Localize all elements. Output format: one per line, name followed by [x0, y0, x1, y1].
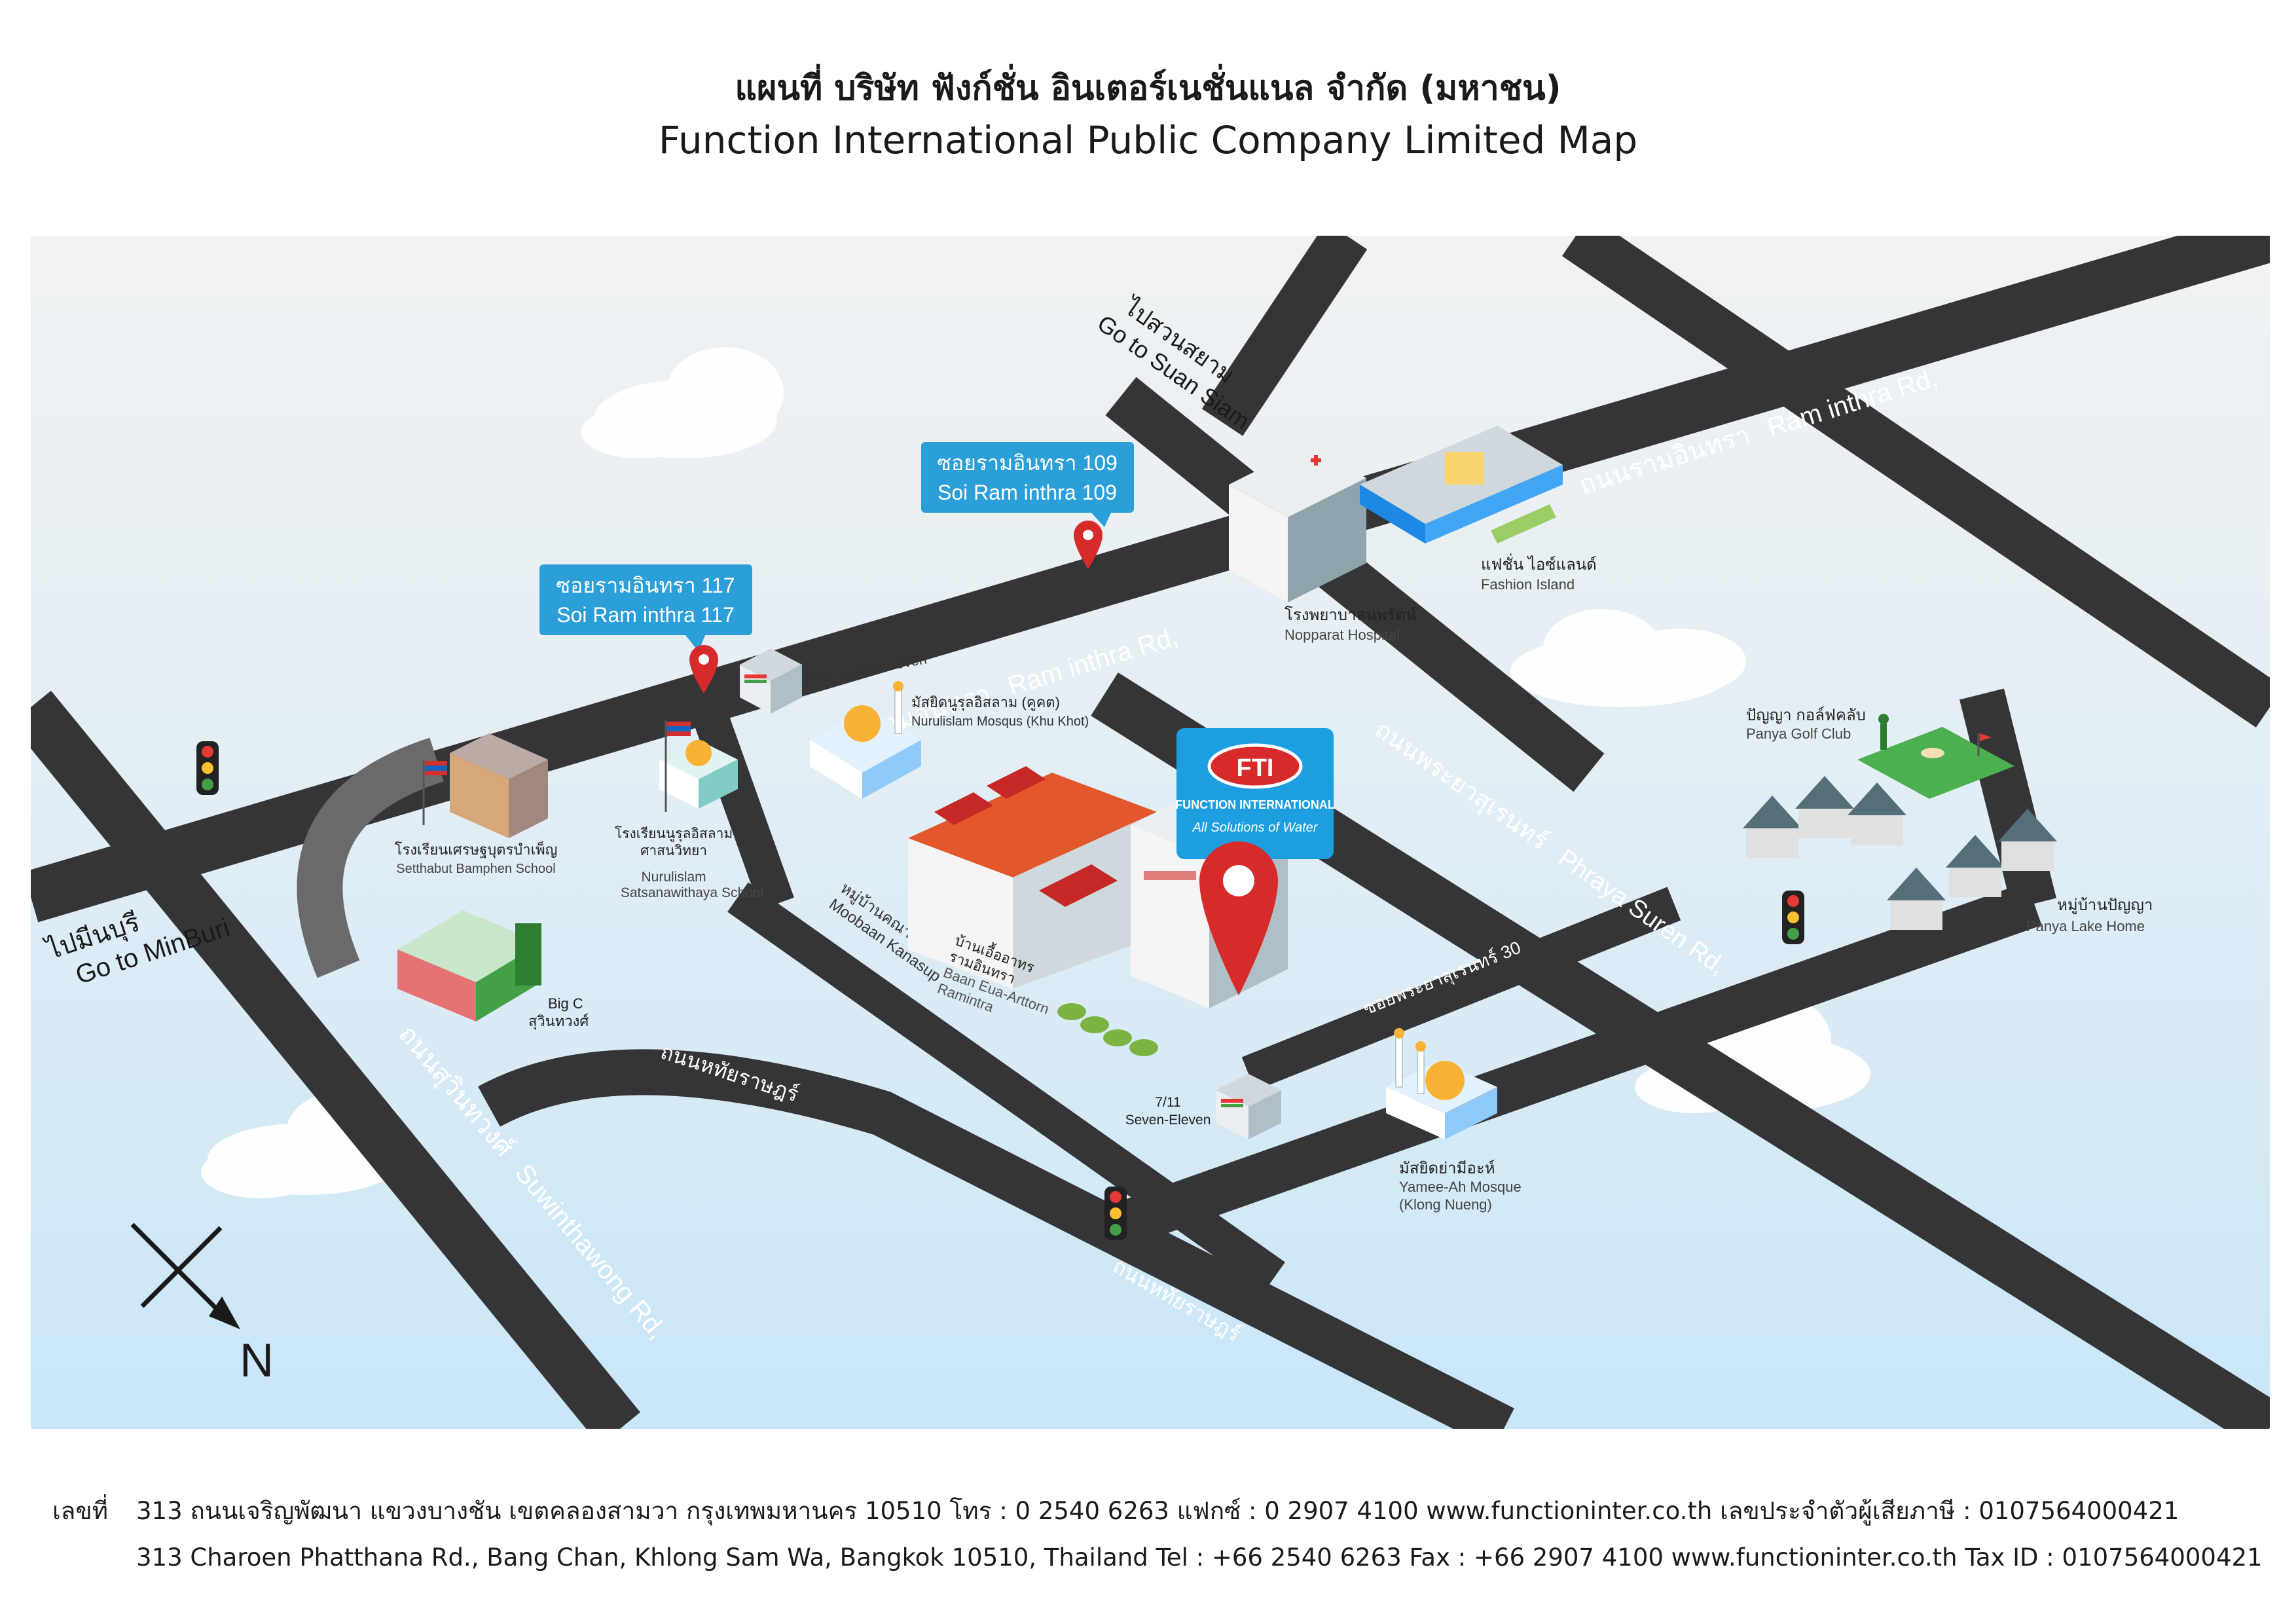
label-bigc-1: Big C: [548, 995, 583, 1012]
label-nurulislam-school-th1: โรงเรียนนูรุลอิสลาม: [615, 826, 733, 842]
callout-soi-117-en: Soi Ram inthra 117: [556, 603, 735, 627]
label-yamee-th: มัสยิดย่ามีอะห์: [1399, 1159, 1495, 1177]
map-area[interactable]: ถนนรามอินทราRam inthra Rd, ถนนรามอินทราR…: [31, 236, 2270, 1429]
label-nopparat-th: โรงพยาบาลนพรัตน์: [1285, 606, 1417, 624]
road-soi-phraya-suren-30: [1241, 887, 1681, 1091]
seven-eleven-store-icon: [1216, 1074, 1281, 1139]
callout-soi-117-th: ซอยรามอินทรา 117: [556, 574, 735, 597]
road-left-diagonal: [31, 690, 640, 1429]
callout-soi-109[interactable]: ซอยรามอินทรา 109 Soi Ram inthra 109: [921, 442, 1134, 527]
road-lower-link: [1097, 881, 2042, 1253]
fti-logo-badge[interactable]: FTI FUNCTION INTERNATIONAL All Solutions…: [1175, 728, 1335, 859]
label-nurulislam-school-en1: Nurulislam: [641, 870, 706, 885]
mall-icon: [1360, 426, 1563, 543]
address-number-label: เลขที่: [52, 1497, 109, 1525]
road-upper-connector-1: [1201, 236, 1368, 436]
traffic-light-icon: [1782, 891, 1804, 944]
road-soi-117-connector: [695, 714, 794, 910]
label-nurulislam-school-th2: ศาสนวิทยา: [640, 843, 707, 858]
cloud-icon: [581, 347, 784, 458]
road-upper-connector-2: [1561, 236, 2270, 728]
label-panya-golf-en: Panya Golf Club: [1746, 726, 1851, 742]
location-pin-icon[interactable]: [689, 645, 718, 693]
address-thai: 313 ถนนเจริญพัฒนา แขวงบางชัน เขตคลองสามว…: [136, 1497, 2179, 1525]
map-title-english: Function International Public Company Li…: [658, 118, 1638, 162]
label-panya-lake-en: Panya Lake Home: [2026, 918, 2145, 934]
road-u-turn: [297, 737, 444, 978]
fti-logo-name: FUNCTION INTERNATIONAL: [1175, 798, 1335, 811]
label-setthabut-en: Setthabut Bamphen School: [396, 862, 556, 876]
hospital-icon: [1229, 445, 1366, 602]
label-nopparat-en: Nopparat Hospital: [1285, 627, 1400, 643]
callout-soi-109-en: Soi Ram inthra 109: [938, 481, 1117, 504]
fti-logo-abbr: FTI: [1237, 754, 1274, 782]
golf-course-icon: [1857, 714, 2014, 799]
label-panya-lake-th: หมู่บ้านปัญญา: [2057, 896, 2153, 915]
label-seven-eleven-2b: Seven-Eleven: [1125, 1113, 1211, 1128]
houses-icon: [1743, 776, 2057, 930]
label-nurulislam-school-en2: Satsanawithaya School: [621, 885, 763, 900]
fti-logo-slogan: All Solutions of Water: [1192, 820, 1319, 835]
label-fashion-th: แฟชั่น ไอซ์แลนด์: [1481, 553, 1597, 574]
traffic-light-icon: [1104, 1187, 1127, 1240]
label-seven-eleven-2a: 7/11: [1155, 1095, 1180, 1110]
callout-soi-117[interactable]: ซอยรามอินทรา 117 Soi Ram inthra 117: [539, 564, 752, 652]
road-go-suan-siam: [1105, 377, 1605, 792]
seven-eleven-store-icon: [740, 648, 802, 714]
compass-north-arrow-icon: [130, 1223, 240, 1329]
cloud-icon: [1510, 609, 1746, 707]
map-title-thai: แผนที่ บริษัท ฟังก์ชั่น อินเตอร์เนชั่นแน…: [735, 69, 1561, 108]
label-setthabut-th: โรงเรียนเศรษฐบุตรบำเพ็ญ: [395, 840, 558, 858]
shrub-icon: [1057, 1003, 1158, 1056]
label-panya-golf-th: ปัญญา กอล์ฟคลับ: [1746, 706, 1866, 724]
big-c-store-icon: [397, 910, 541, 1022]
school-building-icon: [422, 733, 548, 838]
mosque-icon: [1386, 1028, 1497, 1139]
label-yamee-en2: (Klong Nueng): [1399, 1196, 1492, 1213]
callout-soi-109-th: ซอยรามอินทรา 109: [937, 451, 1118, 475]
label-nurulislam-mosque-en: Nurulislam Mosqus (Khu Khot): [911, 714, 1089, 729]
mosque-icon: [810, 681, 921, 799]
housing-estate-icon: [908, 766, 1157, 989]
location-pin-icon[interactable]: [1074, 521, 1102, 569]
label-nurulislam-school: โรงเรียนนูรุลอิสลาม ศาสนวิทยา Nurulislam…: [615, 826, 763, 900]
label-bigc-2: สุวินทวงศ์: [528, 1013, 589, 1030]
address-english: 313 Charoen Phatthana Rd., Bang Chan, Kh…: [136, 1543, 2263, 1572]
compass-north-label: N: [240, 1335, 274, 1387]
label-fashion-en: Fashion Island: [1481, 576, 1575, 593]
traffic-light-icon: [196, 741, 219, 795]
road-hathairat: [478, 1049, 1514, 1429]
school-mosque-icon: [659, 720, 738, 812]
label-nurulislam-mosque-th: มัสยิดนูรุลอิสลาม (คูคต): [911, 694, 1060, 711]
label-yamee-en1: Yamee-Ah Mosque: [1399, 1179, 1522, 1195]
fti-location-pin-icon[interactable]: [1199, 841, 1278, 995]
